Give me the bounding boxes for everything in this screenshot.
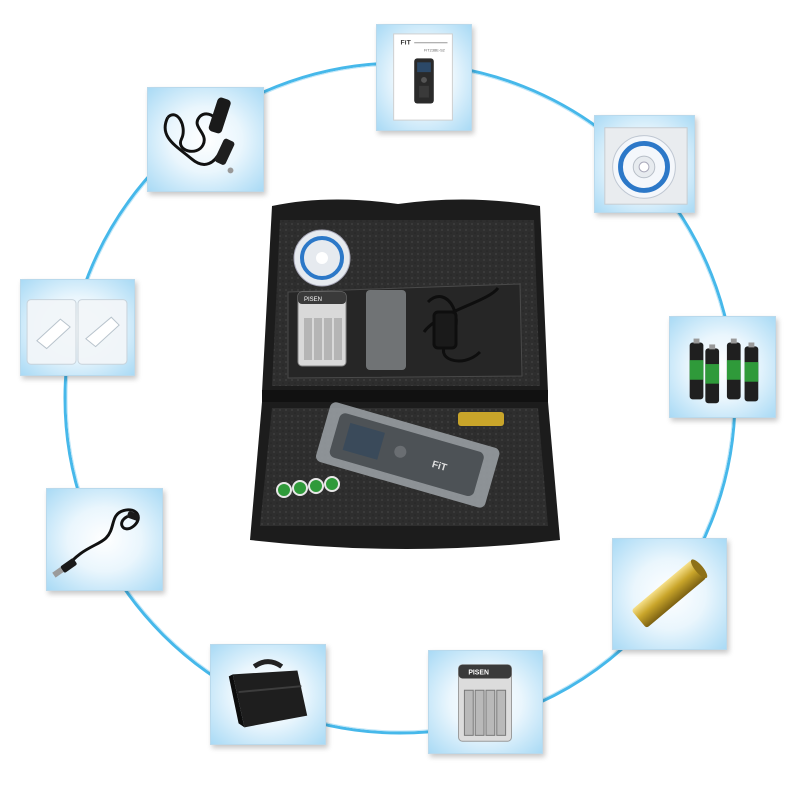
- case-cords: [422, 286, 500, 363]
- usb-cable-tile: [46, 488, 163, 591]
- case-batteries: [276, 476, 340, 498]
- carry-case-icon: [228, 659, 308, 728]
- mouthpieces-icon: [26, 299, 128, 365]
- aa-batteries-icon: [689, 338, 759, 404]
- car-charger-tile: [147, 87, 264, 192]
- charger-brand-text: PISEN: [468, 670, 489, 677]
- open-carry-case: PISEN FiT: [250, 199, 560, 549]
- case-charger: PISEN: [297, 291, 347, 367]
- brass-tube-tile: [612, 538, 727, 650]
- software-cd-icon: [604, 127, 688, 205]
- carry-case-tile: [210, 644, 326, 745]
- manual-model-text: FiT238E-S2: [424, 48, 445, 53]
- device-brand-text: FiT: [431, 459, 448, 474]
- mouthpieces-tile: [20, 279, 135, 376]
- case-cd: [293, 229, 351, 287]
- aa-batteries-tile: [669, 316, 776, 418]
- case-mouthpieces: [366, 290, 406, 370]
- usb-cable-icon: [52, 508, 140, 578]
- software-cd-tile: [594, 115, 695, 213]
- manual-brand-text: FiT: [401, 40, 412, 47]
- car-charger-icon: [163, 97, 235, 174]
- user-manual-icon: FiT FiT238E-S2: [393, 33, 453, 121]
- case-breathalyzer: FiT: [316, 402, 500, 508]
- user-manual-tile: FiT FiT238E-S2: [376, 24, 472, 131]
- case-brass-tube: [458, 412, 504, 426]
- case-charger-brand: PISEN: [304, 297, 322, 303]
- brass-tube-icon: [632, 559, 708, 628]
- battery-charger-tile: PISEN: [428, 650, 543, 754]
- battery-charger-icon: PISEN: [458, 664, 512, 742]
